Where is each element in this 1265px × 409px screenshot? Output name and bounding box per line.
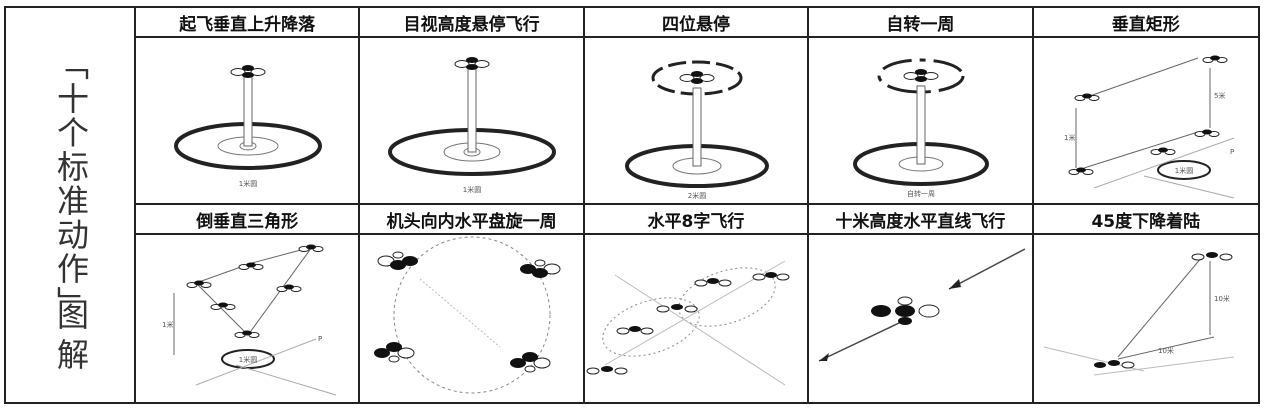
label-circle: 1米圆 [239, 355, 257, 364]
side-panel: 「十个标准动作」 图解 [6, 8, 136, 402]
hover-illustration: 1米圆 [388, 57, 557, 194]
rectangle-illustration: 5米 1米 1米圆 P [1064, 55, 1234, 199]
cell-title: 十米高度水平直线飞行 [809, 205, 1032, 235]
drone-icon [377, 251, 419, 270]
cell-inverted-triangle: 倒垂直三角形 1米 1米圆 P [136, 205, 361, 402]
label-top: 5米 [1214, 91, 1225, 100]
cell-title: 倒垂直三角形 [136, 205, 359, 235]
cell-title: 机头向内水平盘旋一周 [360, 205, 583, 235]
drone-icon [454, 57, 490, 70]
cell-straight-line-flight: 十米高度水平直线飞行 [809, 205, 1034, 402]
label-p: P [1230, 148, 1234, 156]
drone-icon [230, 65, 266, 78]
drone-icon [694, 278, 732, 287]
label-side: 1米 [162, 320, 173, 329]
drone-icon [1093, 360, 1135, 369]
cell-self-rotation: 自转一周 自转一周 [809, 8, 1034, 205]
takeoff-illustration: 1米圆 [174, 65, 322, 188]
straight-line-illustration [818, 248, 1026, 362]
drone-icon [752, 272, 790, 281]
drone-icon [1068, 167, 1094, 175]
cell-vertical-rectangle: 垂直矩形 [1033, 8, 1258, 205]
circle-illustration [374, 236, 561, 394]
landing-illustration: 10米 10米 [1043, 252, 1234, 376]
drone-icon [520, 259, 561, 278]
cell-label: 1米圆 [463, 185, 481, 194]
cell-title: 目视高度悬停飞行 [360, 8, 583, 38]
drone-icon [298, 244, 324, 252]
drone-icon [679, 71, 715, 84]
cell-title: 起飞垂直上升降落 [136, 8, 359, 38]
label-side: 1米 [1064, 133, 1075, 142]
cell-title: 水平8字飞行 [584, 205, 808, 235]
cell-visual-hover: 目视高度悬停飞行 1米圆 [360, 8, 585, 205]
side-title: 「十个标准动作」 [52, 48, 90, 320]
drone-icon [238, 262, 264, 270]
drone-icon [510, 352, 551, 373]
label-diag: 10米 [1158, 346, 1174, 355]
drone-icon [1202, 55, 1228, 63]
figure-eight-illustration [586, 260, 790, 386]
cell-title: 45度下降着陆 [1033, 205, 1258, 235]
drone-icon [871, 296, 940, 325]
cell-takeoff-vertical: 起飞垂直上升降落 1米圆 [136, 8, 361, 205]
drone-icon [1194, 129, 1220, 137]
cell-nose-in-circle: 机头向内水平盘旋一周 [360, 205, 585, 402]
cell-four-position-hover: 四位悬停 2米圆 [584, 8, 810, 205]
drone-icon [616, 326, 654, 335]
drone-icon [186, 280, 212, 288]
maneuver-grid: 起飞垂直上升降落 1米圆 目视高度悬停飞行 [136, 8, 1258, 402]
cell-label: 1米圆 [239, 179, 257, 188]
cell-label: 自转一周 [907, 189, 935, 198]
side-subtitle: 图解 [52, 298, 90, 378]
rotation-illustration: 自转一周 [853, 58, 990, 198]
drone-icon [1150, 147, 1176, 155]
cell-title: 垂直矩形 [1033, 8, 1258, 38]
cell-45-degree-landing: 45度下降着陆 10米 10米 [1033, 205, 1258, 402]
four-hover-illustration: 2米圆 [624, 60, 769, 200]
label-circle: 1米圆 [1174, 166, 1192, 175]
label-p: P [318, 335, 322, 343]
cell-title: 四位悬停 [584, 8, 808, 38]
drone-icon [210, 302, 236, 310]
drone-icon [374, 342, 415, 363]
label-side: 10米 [1214, 294, 1230, 303]
drone-icon [234, 330, 260, 338]
cell-label: 2米圆 [688, 191, 706, 200]
diagram-frame: 「十个标准动作」 图解 起飞垂直上升降落 1米圆 目视高度悬 [4, 6, 1260, 404]
drone-icon [903, 69, 939, 82]
drone-icon [1074, 93, 1100, 101]
drone-icon [586, 366, 628, 375]
triangle-illustration: 1米 1米圆 P [162, 244, 337, 396]
drone-icon [1191, 252, 1233, 261]
drone-icon [276, 284, 302, 292]
drone-icon [656, 304, 698, 313]
cell-figure-eight: 水平8字飞行 [584, 205, 810, 402]
cell-title: 自转一周 [809, 8, 1032, 38]
